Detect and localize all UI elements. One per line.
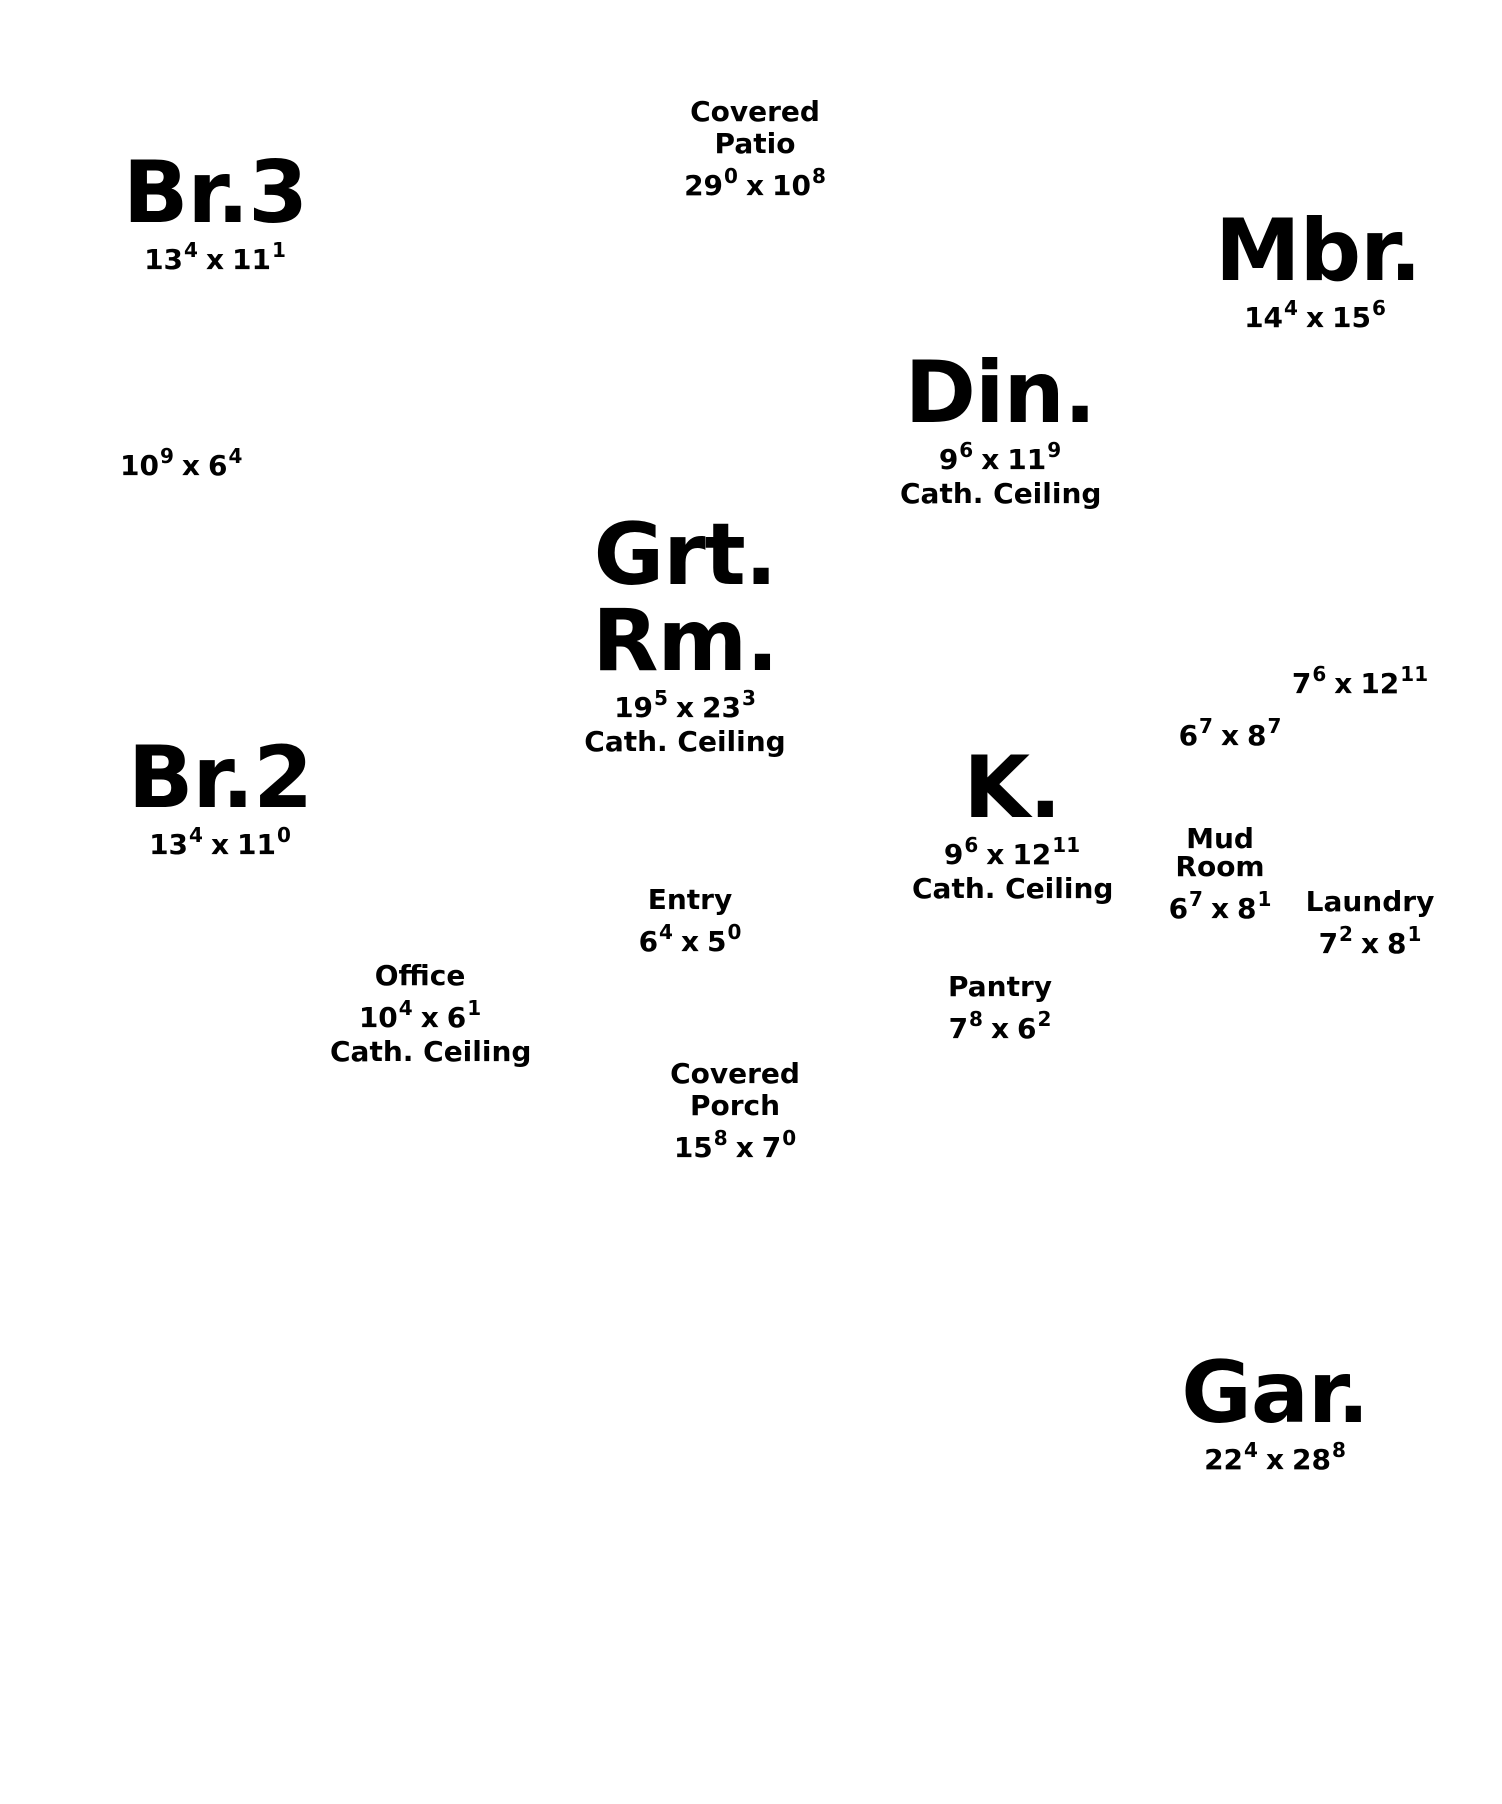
room-name: Mbr. xyxy=(1215,201,1422,301)
room-name: Grt. Rm. xyxy=(592,505,779,691)
room-name: Porch xyxy=(689,1089,781,1122)
room-name: Office xyxy=(374,959,466,992)
ceiling-note: Cath. Ceiling xyxy=(912,872,1114,905)
room-name: Br.3 xyxy=(122,143,308,243)
room-name: Entry xyxy=(647,883,733,916)
room-name: Covered xyxy=(690,95,820,128)
room-name: Br.2 xyxy=(127,728,313,828)
room-name: Laundry xyxy=(1305,885,1435,918)
room-name: Gar. xyxy=(1181,1343,1369,1443)
room-name: Patio xyxy=(714,127,796,160)
ceiling-note: Cath. Ceiling xyxy=(584,725,786,758)
room-name: Pantry xyxy=(947,970,1053,1003)
ceiling-note: Cath. Ceiling xyxy=(330,1035,532,1068)
room-name: Covered xyxy=(670,1057,800,1090)
ceiling-note: Cath. Ceiling xyxy=(900,477,1102,510)
room-name: Mud Room xyxy=(1175,822,1265,883)
room-name: Din. xyxy=(904,343,1097,443)
room-name: K. xyxy=(963,738,1061,838)
